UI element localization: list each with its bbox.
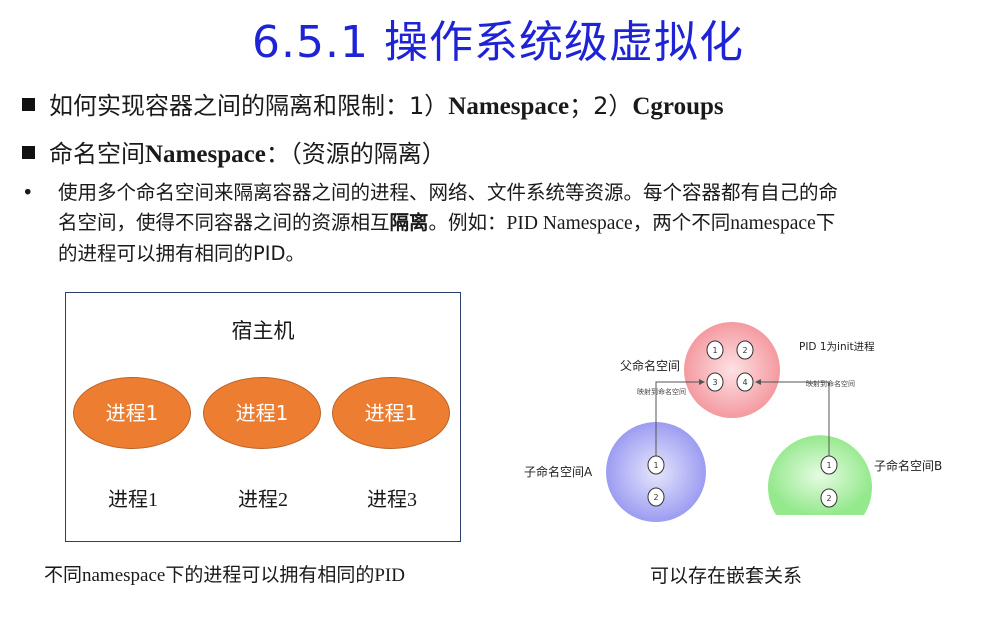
child-b-label: 子命名空间B xyxy=(874,458,942,473)
pid-text: 2 xyxy=(826,494,831,503)
parent-namespace-circle xyxy=(684,322,780,418)
child-pid-nodes xyxy=(647,455,838,508)
pid-node xyxy=(820,488,838,508)
map-label-a: 映射到命名空间 xyxy=(637,387,686,396)
process-ellipse: 进程1 xyxy=(203,377,321,449)
pid-text: 1 xyxy=(653,461,658,470)
para-line2-a: 名空间，使得不同容器之间的资源相互 xyxy=(58,211,390,234)
square-bullet-icon xyxy=(22,98,35,111)
para-line2-c: PID Namespace，两个不同namespace下 xyxy=(506,213,836,234)
pid1-init-label: PID 1为init进程 xyxy=(799,341,875,353)
pid-node xyxy=(706,340,724,360)
bullet2-prefix: 命名空间 xyxy=(49,140,145,168)
square-bullet-icon xyxy=(22,146,35,159)
bullet1-cgroups: Cgroups xyxy=(632,93,724,120)
pid-text: 2 xyxy=(653,493,658,502)
bullet2-namespace: Namespace xyxy=(145,141,266,168)
process-label: 进程1 xyxy=(108,489,158,511)
pid-node xyxy=(736,340,754,360)
page-title: 6.5.1 操作系统级虚拟化 xyxy=(252,17,744,68)
pid-node xyxy=(706,372,724,392)
para-line-1: 使用多个命名空间来隔离容器之间的进程、网络、文件系统等资源。每个容器都有自己的命 xyxy=(58,181,839,204)
parent-namespace-label: 父命名空间 xyxy=(620,358,680,373)
pid-text: 3 xyxy=(712,378,717,387)
mapping-arrow-a xyxy=(655,379,705,456)
bullet1-prefix: 如何实现容器之间的隔离和限制：1） xyxy=(49,92,449,120)
bullet2-suffix: ：（资源的隔离） xyxy=(265,140,446,168)
process-ellipse: 进程1 xyxy=(332,377,450,449)
child-b-namespace-circle xyxy=(768,435,872,515)
para-line-3: 的进程可以拥有相同的PID。 xyxy=(58,242,306,265)
pid-node xyxy=(647,487,665,507)
bullet1-namespace: Namespace xyxy=(448,93,570,120)
left-caption: 不同namespace下的进程可以拥有相同的PID xyxy=(44,565,405,586)
pid-text: 1 xyxy=(826,461,831,470)
pid-text: 2 xyxy=(742,346,747,355)
host-diagram: 宿主机 进程1 进程1 进程1 进程1 进程2 进程3 xyxy=(65,292,461,542)
right-caption: 可以存在嵌套关系 xyxy=(650,565,803,587)
bullet-isolation: 如何实现容器之间的隔离和限制：1）Namespace；2）Cgroups xyxy=(22,86,724,121)
process-ellipse: 进程1 xyxy=(73,377,191,449)
para-line-2: 名空间，使得不同容器之间的资源相互隔离。例如：PID Namespace，两个不… xyxy=(58,208,982,239)
host-label: 宿主机 xyxy=(231,319,295,343)
pid-text: 4 xyxy=(742,378,747,387)
dot-bullet: • xyxy=(22,181,34,204)
parent-pid-nodes xyxy=(706,340,754,392)
para-line2-b: 。例如： xyxy=(428,211,507,234)
bullet1-mid: ；2） xyxy=(569,92,633,120)
pid-text: 1 xyxy=(712,346,717,355)
child-a-label: 子命名空间A xyxy=(524,464,593,479)
para-line2-bold: 隔离 xyxy=(389,211,429,234)
bullet-namespace: 命名空间Namespace：（资源的隔离） xyxy=(22,134,446,169)
mapping-arrow-b xyxy=(755,379,830,456)
map-label-b: 映射到命名空间 xyxy=(806,379,855,388)
pid-node xyxy=(736,372,754,392)
process-label: 进程2 xyxy=(238,489,288,511)
nested-namespace-diagram: 1 2 3 4 1 2 1 2 映射到命名空间 映射到命名空间 父命名空间 PI… xyxy=(524,322,942,522)
namespace-description: • 使用多个命名空间来隔离容器之间的进程、网络、文件系统等资源。每个容器都有自己… xyxy=(22,178,982,269)
process-label: 进程3 xyxy=(367,489,417,511)
